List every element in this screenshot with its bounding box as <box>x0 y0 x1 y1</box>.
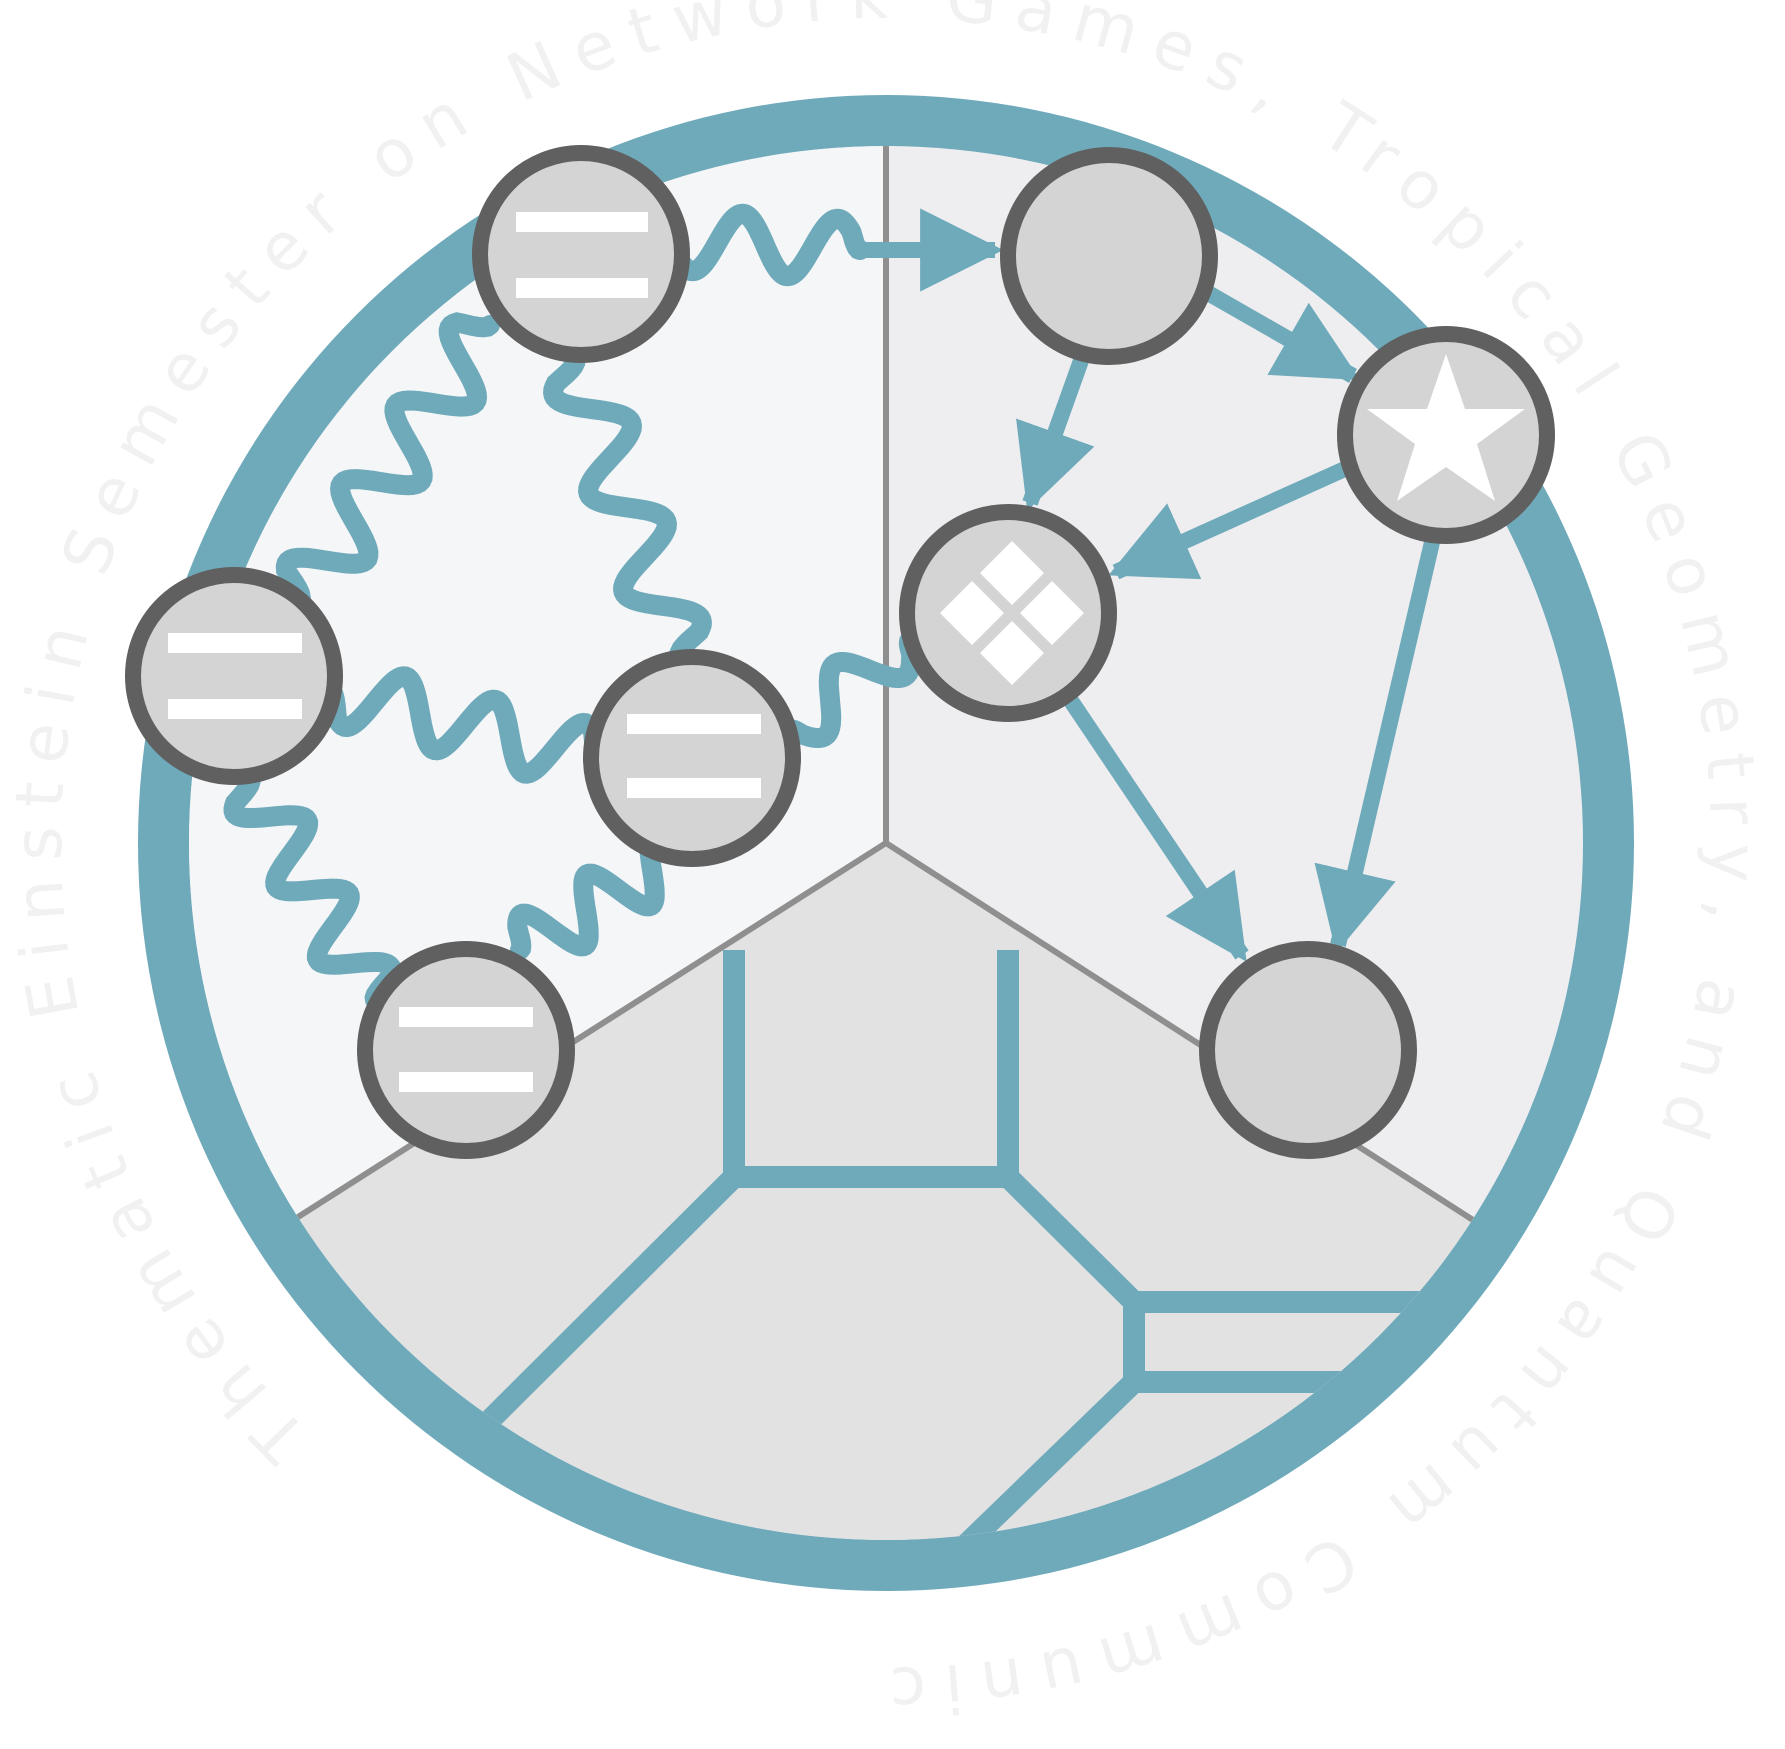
equals-icon <box>627 714 761 798</box>
node-game-top <box>1000 147 1218 365</box>
wavy-link-left-bottom <box>223 770 402 1010</box>
edge-star-to-diamond <box>1108 460 1351 580</box>
edge-top-to-diamond <box>1016 352 1095 511</box>
node-game-diamond <box>899 504 1117 722</box>
wavy-link-center-diamond <box>780 630 922 748</box>
diamond-grid-icon <box>940 541 1084 685</box>
edge-diamond-to-bottom <box>1060 690 1249 962</box>
equals-icon <box>168 633 302 719</box>
node-quantum-top <box>472 145 690 363</box>
equals-icon <box>516 212 648 298</box>
wavy-link-top-center <box>543 350 712 665</box>
node-quantum-bottom <box>357 941 575 1159</box>
node-quantum-left <box>125 567 343 785</box>
wavy-link-top-left <box>275 312 500 610</box>
edge-top-to-star <box>1204 286 1361 383</box>
node-game-bottom <box>1199 941 1417 1159</box>
node-quantum-center <box>583 649 801 867</box>
nodes <box>125 145 1555 1159</box>
wavy-link-left-center <box>320 666 610 784</box>
game-edges <box>860 208 1441 962</box>
wavy-link-to-games <box>660 203 870 287</box>
star-icon <box>1367 354 1525 501</box>
equals-icon <box>399 1007 533 1092</box>
node-game-star <box>1337 326 1555 544</box>
edge-star-to-bottom <box>1314 536 1441 954</box>
